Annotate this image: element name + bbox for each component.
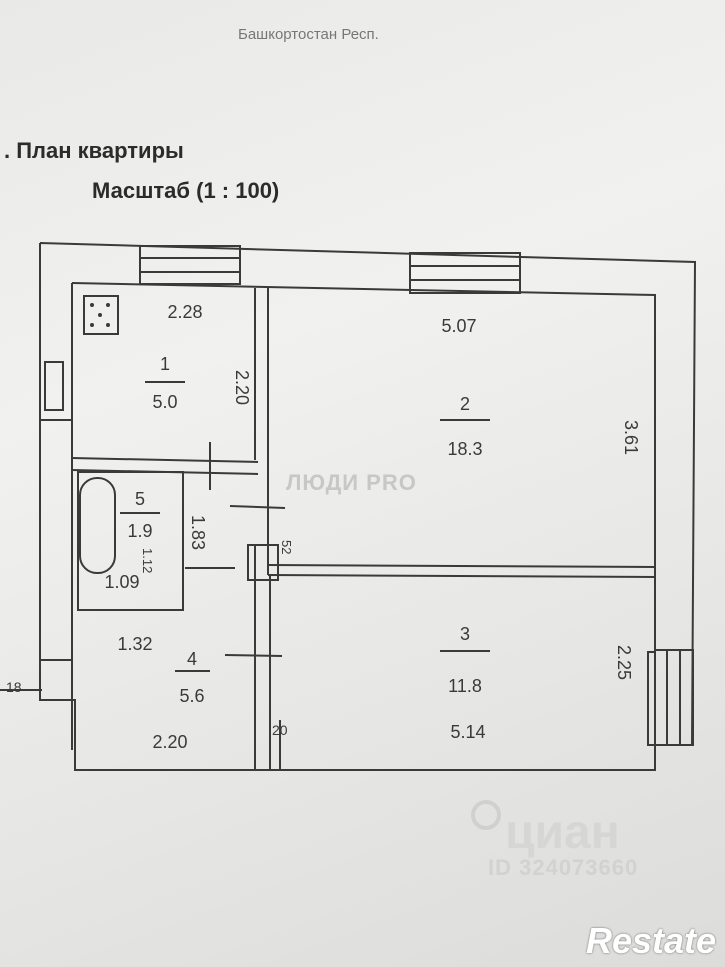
room3-number: 3	[460, 624, 470, 644]
room5-area: 1.9	[127, 521, 152, 541]
location-pin-icon	[471, 800, 501, 830]
kitchen-bottom-wall	[71, 457, 259, 463]
room2-number: 2	[460, 394, 470, 414]
dim-room2-length: 3.61	[621, 420, 641, 455]
bathtub	[79, 477, 116, 574]
dim-bath-length: 1.83	[188, 515, 208, 550]
plan-title: . План квартиры	[4, 138, 184, 163]
cian-id-watermark: ID 324073660	[488, 855, 639, 880]
restate-logo: Restate	[586, 920, 717, 961]
window-right	[654, 649, 694, 746]
room5-number: 5	[135, 489, 145, 509]
agency-watermark: ЛЮДИ PRO	[286, 470, 417, 495]
outer-wall	[39, 242, 697, 771]
inner-wall	[71, 282, 656, 746]
dim-bath-width: 1.09	[104, 572, 139, 592]
dim-kitchen-length: 2.20	[232, 370, 252, 405]
dim-door-small: 20	[272, 722, 288, 738]
room1-area: 5.0	[152, 392, 177, 412]
room4-area: 5.6	[179, 686, 204, 706]
dim-room3-length: 2.25	[614, 645, 634, 680]
room4-number: 4	[187, 649, 197, 669]
window-top-2	[409, 252, 521, 294]
header-cut-text: Башкортостан Респ.	[238, 26, 379, 43]
divider-room2-room3	[267, 564, 656, 568]
dim-room3-width: 5.14	[450, 722, 485, 742]
dim-hall-width: 2.20	[152, 732, 187, 752]
dim-mid-small: 52	[279, 540, 294, 554]
column	[247, 544, 279, 581]
stove-icon	[83, 295, 119, 335]
bathroom	[77, 471, 184, 611]
window-top-1	[139, 245, 241, 285]
dim-bath-small: 1.12	[140, 548, 155, 573]
room1-number: 1	[160, 354, 170, 374]
room2-area: 18.3	[447, 439, 482, 459]
cian-watermark: циан	[505, 806, 620, 859]
plan-scale: Масштаб (1 : 100)	[92, 178, 280, 203]
dim-kitchen-width: 2.28	[167, 302, 202, 322]
dim-left-small: 18	[6, 679, 22, 695]
dim-wall-gap: 1.32	[117, 634, 152, 654]
room3-area: 11.8	[448, 676, 482, 696]
left-window	[44, 361, 64, 411]
dim-room2-width: 5.07	[441, 316, 476, 336]
